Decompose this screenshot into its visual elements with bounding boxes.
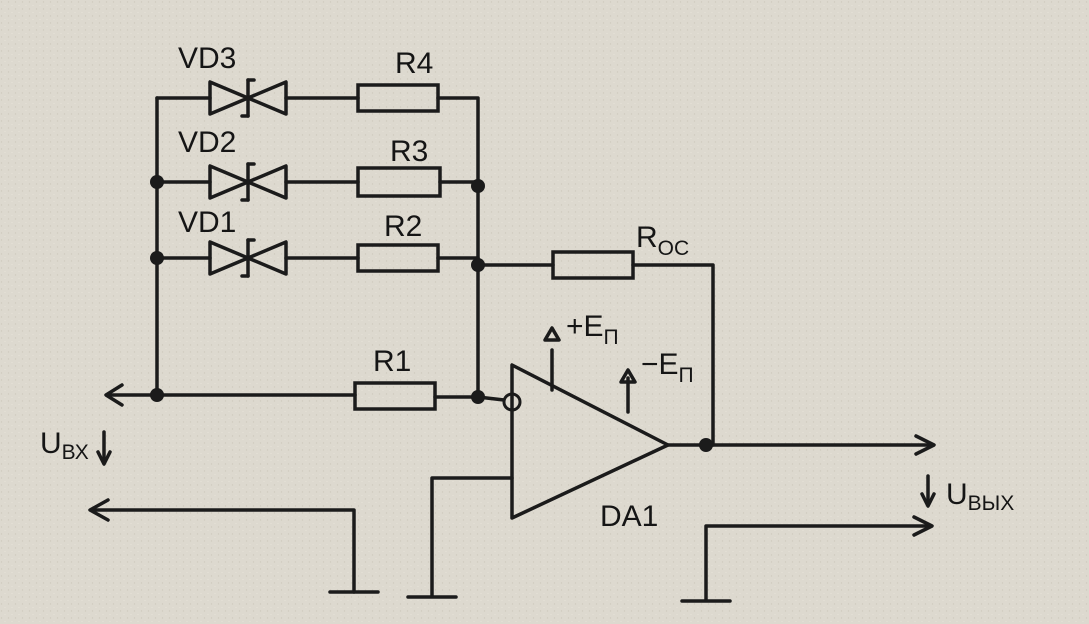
branch-vd3-r4 bbox=[208, 78, 480, 397]
label-vd3: VD3 bbox=[178, 42, 236, 75]
label-roc: ROC bbox=[636, 221, 689, 260]
label-supply-negative: −EП bbox=[641, 348, 694, 387]
feedback-path bbox=[476, 250, 715, 447]
label-r2: R2 bbox=[384, 210, 422, 243]
label-da1: DA1 bbox=[600, 500, 658, 533]
label-vd2: VD2 bbox=[178, 126, 236, 159]
label-output-voltage: UВЫХ bbox=[946, 478, 1014, 515]
label-r3: R3 bbox=[390, 135, 428, 168]
left-bus bbox=[155, 96, 212, 397]
label-supply-positive: +EП bbox=[566, 310, 619, 349]
opamp-da1 bbox=[406, 326, 670, 599]
label-r1: R1 bbox=[373, 345, 411, 378]
junction-nodes bbox=[150, 175, 713, 452]
input-common-path bbox=[88, 498, 380, 594]
branch-vd2-r3 bbox=[208, 162, 480, 202]
label-r4: R4 bbox=[395, 47, 433, 80]
label-input-voltage: UВХ bbox=[40, 427, 89, 464]
label-vd1: VD1 bbox=[178, 206, 236, 239]
branch-vd1-r2 bbox=[208, 238, 480, 278]
voltage-arrows bbox=[96, 430, 936, 508]
